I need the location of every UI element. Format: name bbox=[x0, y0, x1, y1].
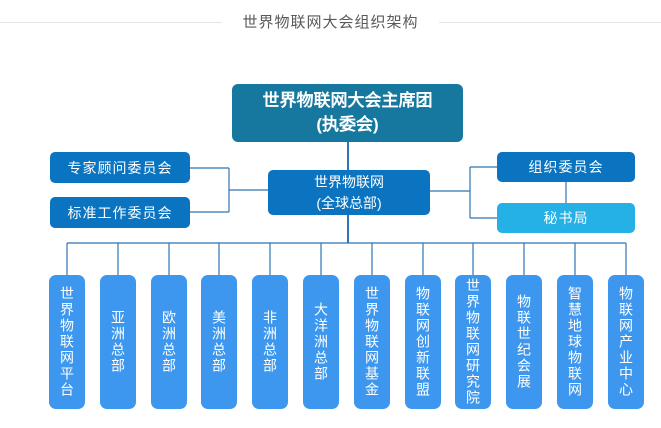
node-standards-working-committee: 标准工作委员会 bbox=[50, 197, 190, 228]
node-global-hq-line1: 世界物联网 bbox=[314, 174, 384, 191]
node-global-hq-line2: (全球总部) bbox=[316, 194, 382, 211]
node-iot-century-exhibition-label: 物联世纪会展 bbox=[516, 294, 532, 390]
node-wiot-research-institute-label: 世界物联网研究院 bbox=[465, 278, 481, 406]
node-iot-century-exhibition: 物联世纪会展 bbox=[506, 275, 542, 409]
node-secretariat: 秘书局 bbox=[497, 203, 635, 233]
node-wiot-platform-label: 世界物联网平台 bbox=[59, 286, 75, 398]
node-wiot-foundation-label: 世界物联网基金 bbox=[364, 286, 380, 398]
node-iot-industry-center-label: 物联网产业中心 bbox=[618, 286, 634, 398]
node-africa-hq: 非洲总部 bbox=[252, 275, 288, 409]
node-wiot-research-institute: 世界物联网研究院 bbox=[455, 275, 491, 409]
node-chairman-presidium: 世界物联网大会主席团 (执委会) bbox=[232, 84, 463, 142]
node-standards-working-committee-label: 标准工作委员会 bbox=[67, 204, 173, 221]
node-chairman-line1: 世界物联网大会主席团 bbox=[262, 91, 433, 111]
node-oceania-hq-label: 大洋洲总部 bbox=[313, 302, 329, 382]
node-global-hq: 世界物联网 (全球总部) bbox=[268, 170, 430, 215]
node-asia-hq: 亚洲总部 bbox=[100, 275, 136, 409]
node-organizing-committee-label: 组织委员会 bbox=[528, 159, 604, 175]
node-organizing-committee: 组织委员会 bbox=[497, 152, 635, 182]
node-europe-hq-label: 欧洲总部 bbox=[161, 310, 177, 374]
node-expert-advisory-committee-label: 专家顾问委员会 bbox=[67, 159, 173, 176]
node-europe-hq: 欧洲总部 bbox=[151, 275, 187, 409]
node-secretariat-label: 秘书局 bbox=[543, 210, 589, 226]
node-americas-hq: 美洲总部 bbox=[201, 275, 237, 409]
node-iot-industry-center: 物联网产业中心 bbox=[608, 275, 644, 409]
node-expert-advisory-committee: 专家顾问委员会 bbox=[50, 152, 190, 183]
node-iot-innovation-alliance: 物联网创新联盟 bbox=[405, 275, 441, 409]
node-wiot-platform: 世界物联网平台 bbox=[49, 275, 85, 409]
node-africa-hq-label: 非洲总部 bbox=[262, 310, 278, 374]
node-asia-hq-label: 亚洲总部 bbox=[110, 310, 126, 374]
node-oceania-hq: 大洋洲总部 bbox=[303, 275, 339, 409]
node-americas-hq-label: 美洲总部 bbox=[211, 310, 227, 374]
node-smart-earth-iot-label: 智慧地球物联网 bbox=[567, 286, 583, 398]
node-iot-innovation-alliance-label: 物联网创新联盟 bbox=[415, 286, 431, 398]
node-chairman-line2: (执委会) bbox=[316, 115, 379, 134]
node-wiot-foundation: 世界物联网基金 bbox=[354, 275, 390, 409]
node-smart-earth-iot: 智慧地球物联网 bbox=[557, 275, 593, 409]
